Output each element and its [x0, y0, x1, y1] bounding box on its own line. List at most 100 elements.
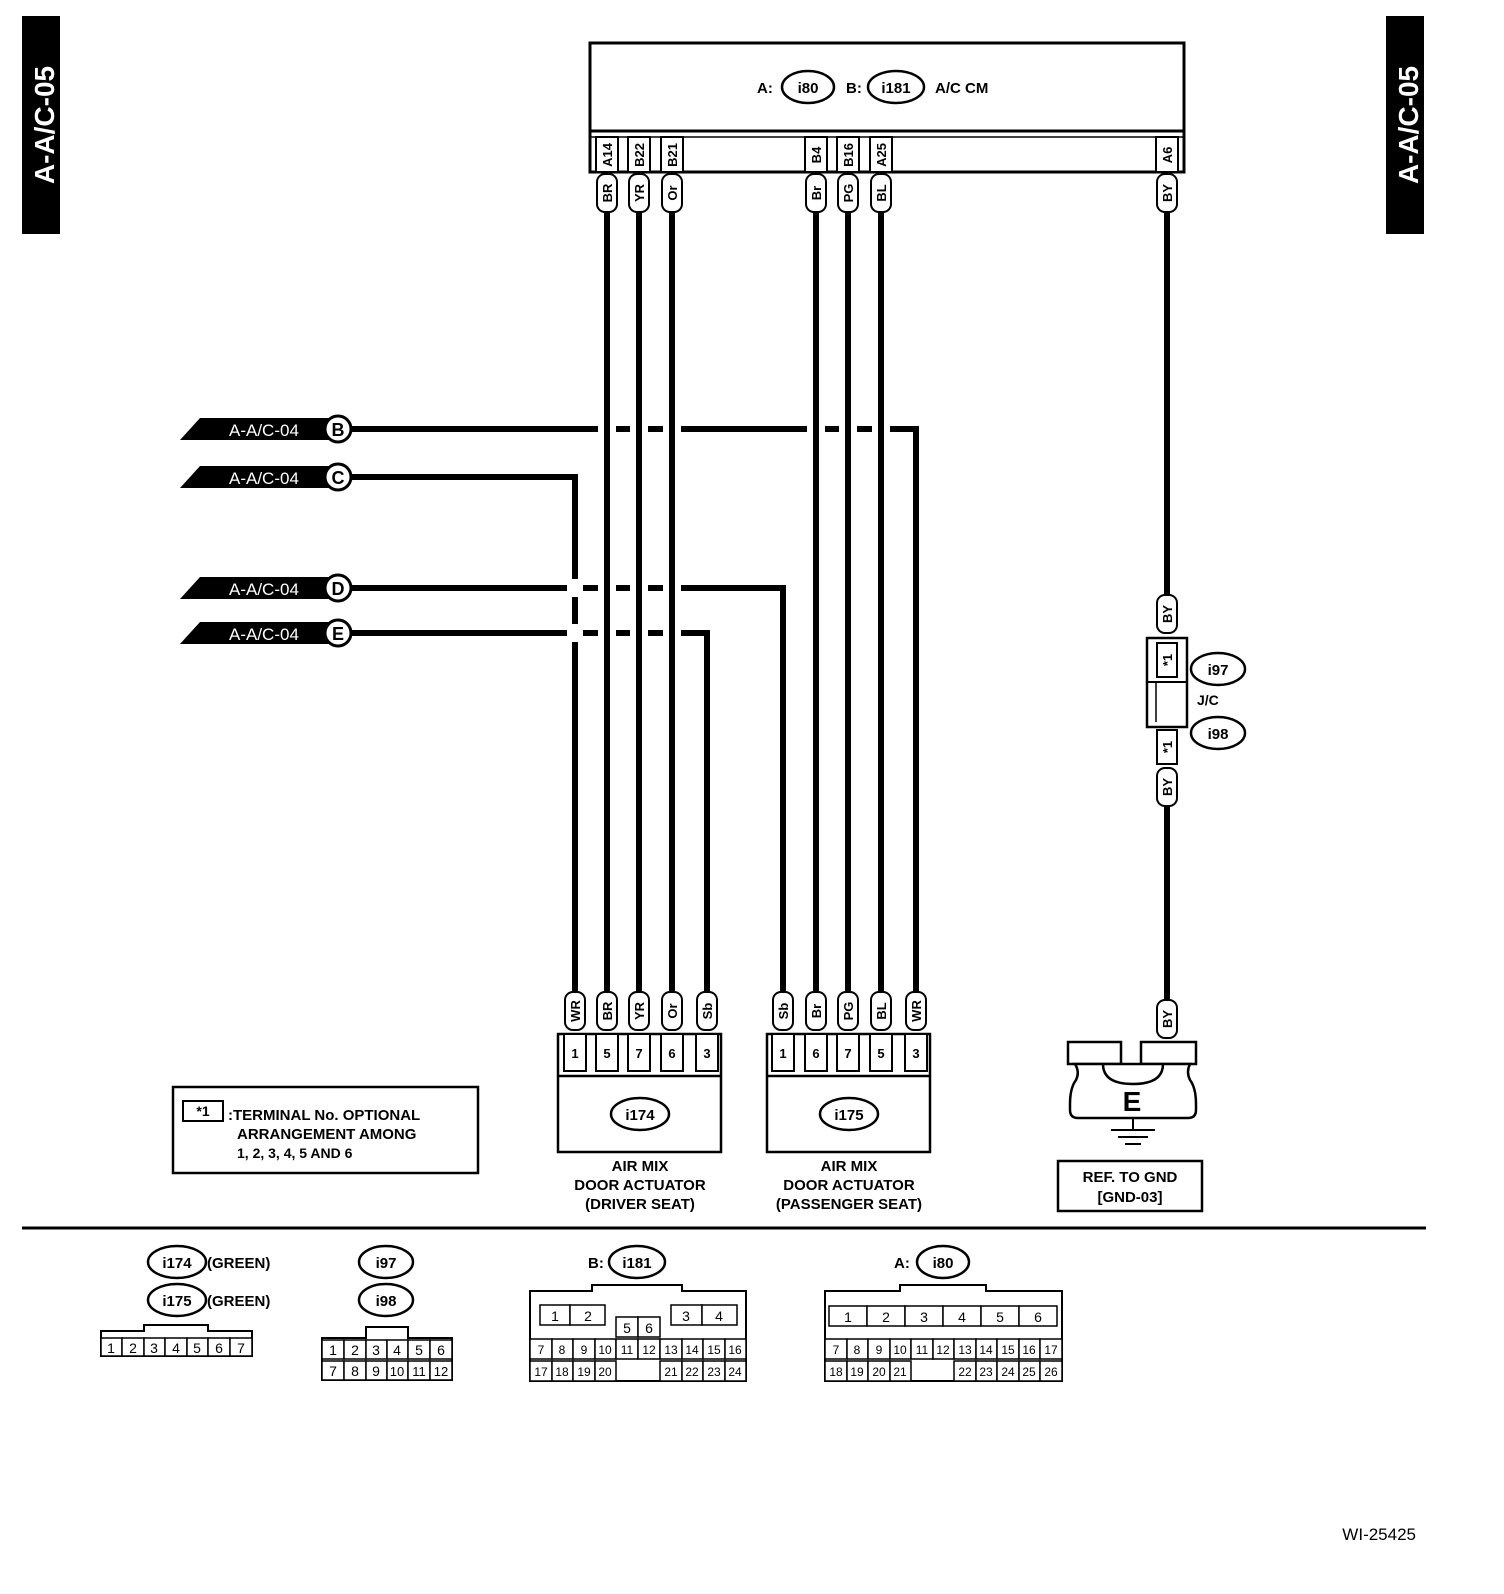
- svg-text:23: 23: [707, 1365, 721, 1379]
- svg-text:24: 24: [1001, 1365, 1015, 1379]
- svg-text:PG: PG: [841, 184, 856, 203]
- svg-text:BL: BL: [874, 184, 889, 201]
- svg-text:i181: i181: [622, 1255, 651, 1272]
- svg-text:*1: *1: [1160, 654, 1175, 666]
- svg-text:REF. TO GND: REF. TO GND: [1083, 1169, 1178, 1186]
- page-tab-right: A-A/C-05: [1386, 16, 1424, 234]
- svg-text:3: 3: [150, 1340, 158, 1356]
- svg-text:Or: Or: [665, 1003, 680, 1018]
- svg-text:8: 8: [854, 1343, 861, 1357]
- svg-text:13: 13: [958, 1343, 972, 1357]
- svg-text:8: 8: [351, 1363, 359, 1379]
- svg-text:B4: B4: [809, 146, 824, 163]
- svg-text:BY: BY: [1160, 184, 1175, 202]
- svg-text:6: 6: [437, 1342, 445, 1358]
- svg-text:20: 20: [598, 1365, 612, 1379]
- svg-text:YR: YR: [632, 183, 647, 202]
- svg-text:i181: i181: [881, 80, 910, 97]
- svg-text:15: 15: [1001, 1343, 1015, 1357]
- svg-text:A/C CM: A/C CM: [935, 80, 988, 97]
- svg-text:BR: BR: [600, 183, 615, 202]
- svg-text:11: 11: [621, 1343, 634, 1357]
- svg-text:BR: BR: [600, 1001, 615, 1020]
- ref-flag-c: A-A/C-04 C: [180, 462, 353, 492]
- svg-text:C: C: [332, 468, 345, 488]
- svg-text:J/C: J/C: [1197, 692, 1219, 708]
- svg-text:AIR MIX: AIR MIX: [612, 1158, 669, 1175]
- svg-text:E: E: [332, 624, 344, 644]
- svg-text:1: 1: [844, 1309, 852, 1325]
- svg-text:17: 17: [1044, 1343, 1058, 1357]
- svg-text:*1: *1: [1160, 741, 1175, 753]
- svg-text:Sb: Sb: [700, 1003, 715, 1020]
- svg-text:B:: B:: [846, 80, 862, 97]
- svg-text:26: 26: [1044, 1365, 1058, 1379]
- svg-text:16: 16: [728, 1343, 742, 1357]
- ref-flag-b: A-A/C-04 B: [180, 414, 353, 444]
- svg-text:i174: i174: [162, 1255, 192, 1272]
- svg-text:1: 1: [551, 1308, 559, 1324]
- cm-wire-tags: BR YR Or Br PG BL BY: [596, 173, 1178, 213]
- ref-flag-d: A-A/C-04 D: [180, 573, 353, 603]
- svg-text:B22: B22: [632, 143, 647, 167]
- svg-text:11: 11: [412, 1364, 426, 1379]
- svg-text:12: 12: [642, 1343, 656, 1357]
- svg-text:6: 6: [215, 1340, 223, 1356]
- svg-text:1: 1: [107, 1340, 115, 1356]
- wires: [352, 426, 919, 993]
- svg-text:A:: A:: [757, 80, 773, 97]
- svg-text:6: 6: [668, 1046, 675, 1061]
- svg-text:21: 21: [664, 1365, 678, 1379]
- crossing-gaps: [567, 420, 890, 642]
- svg-text:i98: i98: [376, 1293, 397, 1310]
- svg-text:4: 4: [715, 1308, 723, 1324]
- svg-text:25: 25: [1022, 1365, 1036, 1379]
- svg-text:Sb: Sb: [776, 1003, 791, 1020]
- legend-i80: A: i80 1 2 3 4 5 6 7 8 9 10 11 12 13 14 …: [824, 1244, 1063, 1382]
- svg-text:6: 6: [645, 1320, 653, 1336]
- svg-text:6: 6: [1034, 1309, 1042, 1325]
- svg-text:22: 22: [958, 1365, 972, 1379]
- note-box: *1 :TERMINAL No. OPTIONAL ARRANGEMENT AM…: [171, 1085, 480, 1175]
- svg-text:9: 9: [372, 1363, 380, 1379]
- svg-text:i98: i98: [1208, 726, 1229, 743]
- svg-text:A14: A14: [600, 142, 615, 167]
- svg-text:2: 2: [882, 1309, 890, 1325]
- svg-text:i175: i175: [834, 1107, 863, 1124]
- svg-text:7: 7: [237, 1340, 245, 1356]
- svg-text:A-A/C-05: A-A/C-05: [29, 66, 60, 184]
- svg-text:5: 5: [415, 1342, 423, 1358]
- svg-text:3: 3: [912, 1046, 919, 1061]
- svg-text:D: D: [332, 579, 345, 599]
- ref-flag-e: A-A/C-04 E: [180, 618, 353, 648]
- svg-text:A-A/C-04: A-A/C-04: [229, 421, 299, 440]
- svg-text:24: 24: [728, 1365, 742, 1379]
- wires-vertical: [604, 210, 1170, 1000]
- svg-text:Br: Br: [809, 1004, 824, 1018]
- svg-text:PG: PG: [841, 1002, 856, 1021]
- svg-text:WR: WR: [568, 1000, 583, 1022]
- svg-text:9: 9: [876, 1343, 883, 1357]
- svg-text::TERMINAL No. OPTIONAL: :TERMINAL No. OPTIONAL: [228, 1107, 420, 1124]
- passenger-actuator: 1 6 7 5 3 i175 AIR MIX DOOR ACTUATOR (PA…: [765, 1032, 932, 1213]
- svg-text:i80: i80: [933, 1255, 954, 1272]
- svg-text:17: 17: [534, 1365, 548, 1379]
- svg-text:13: 13: [664, 1343, 678, 1357]
- svg-text:21: 21: [893, 1365, 907, 1379]
- svg-text:BY: BY: [1160, 1010, 1175, 1028]
- svg-text:BY: BY: [1160, 778, 1175, 796]
- svg-text:3: 3: [920, 1309, 928, 1325]
- svg-text:7: 7: [538, 1343, 545, 1357]
- svg-text:DOOR ACTUATOR: DOOR ACTUATOR: [783, 1177, 915, 1194]
- svg-text:23: 23: [979, 1365, 993, 1379]
- joint-connector: BY *1 *1 BY i97 J/C i98: [1145, 594, 1247, 807]
- passenger-wire-tags: Sb Br PG BL WR: [772, 991, 927, 1031]
- svg-text:6: 6: [812, 1046, 819, 1061]
- svg-text:i80: i80: [798, 80, 819, 97]
- legend-i181: B: i181 1 2 3 4 5 6 7 8 9 10 11 12 13 14…: [529, 1244, 747, 1382]
- driver-wire-tags: WR BR YR Or Sb: [564, 991, 718, 1031]
- svg-text:16: 16: [1022, 1343, 1036, 1357]
- cm-pins: A14 B22 B21 B4 B16 A25 A6: [595, 136, 1179, 173]
- svg-text:1: 1: [329, 1342, 337, 1358]
- svg-text:10: 10: [598, 1343, 612, 1357]
